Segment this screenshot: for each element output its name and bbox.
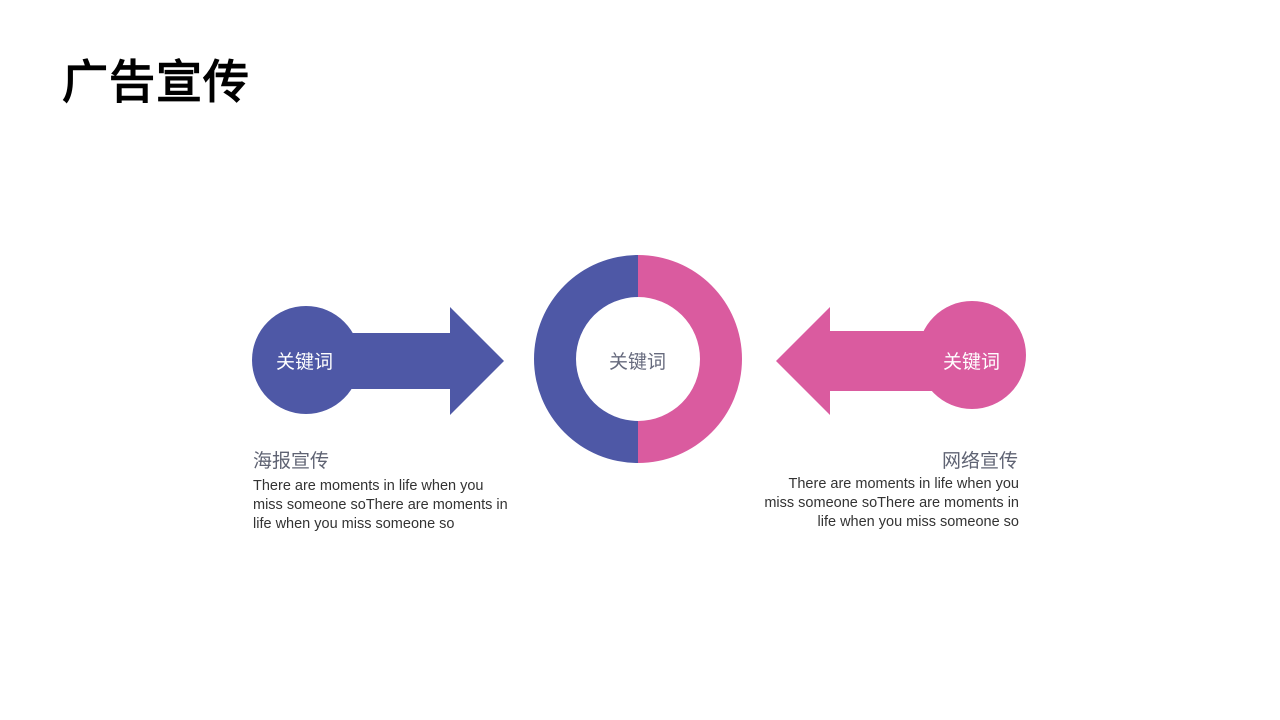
right-heading: 网络宣传 xyxy=(941,450,1018,472)
right-arrow-body xyxy=(776,307,960,415)
center-ring xyxy=(534,255,742,463)
left-keyword: 关键词 xyxy=(276,351,334,373)
center-keyword: 关键词 xyxy=(609,351,667,373)
left-arrow-body xyxy=(320,307,504,415)
right-arrow-shape xyxy=(776,301,1026,415)
right-body-text: There are moments in life when you miss … xyxy=(764,476,1019,530)
page-title: 广告宣传 xyxy=(62,55,250,109)
left-heading: 海报宣传 xyxy=(253,450,330,472)
left-body-text: There are moments in life when you miss … xyxy=(253,478,508,532)
ring-left-half xyxy=(534,255,638,463)
right-keyword: 关键词 xyxy=(943,351,1001,373)
left-arrow-shape xyxy=(252,306,504,415)
ring-right-half xyxy=(638,255,742,463)
